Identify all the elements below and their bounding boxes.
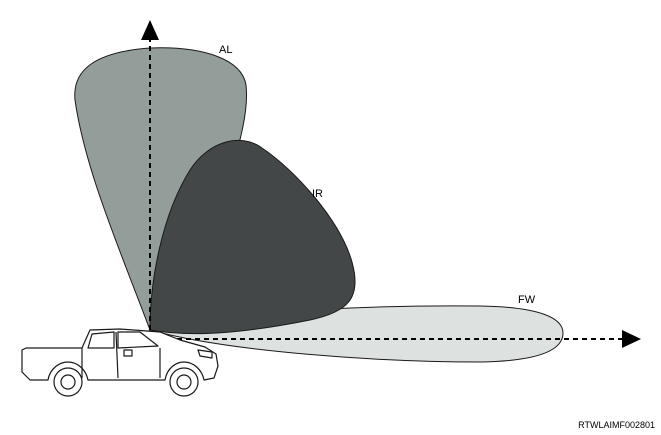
vertical-axis-arrowhead — [141, 20, 159, 40]
label-ir: IR — [312, 188, 323, 200]
ir-lobe — [149, 139, 356, 335]
pickup-truck-illustration — [21, 328, 219, 397]
horizontal-axis-arrowhead — [622, 330, 641, 348]
truck-front-window — [117, 331, 159, 349]
truck-body — [21, 328, 219, 381]
figure-code: RTWLAIMF002801 — [578, 420, 655, 430]
label-fw: FW — [518, 294, 536, 306]
truck-rear-window — [87, 331, 115, 349]
label-al: AL — [219, 44, 232, 56]
